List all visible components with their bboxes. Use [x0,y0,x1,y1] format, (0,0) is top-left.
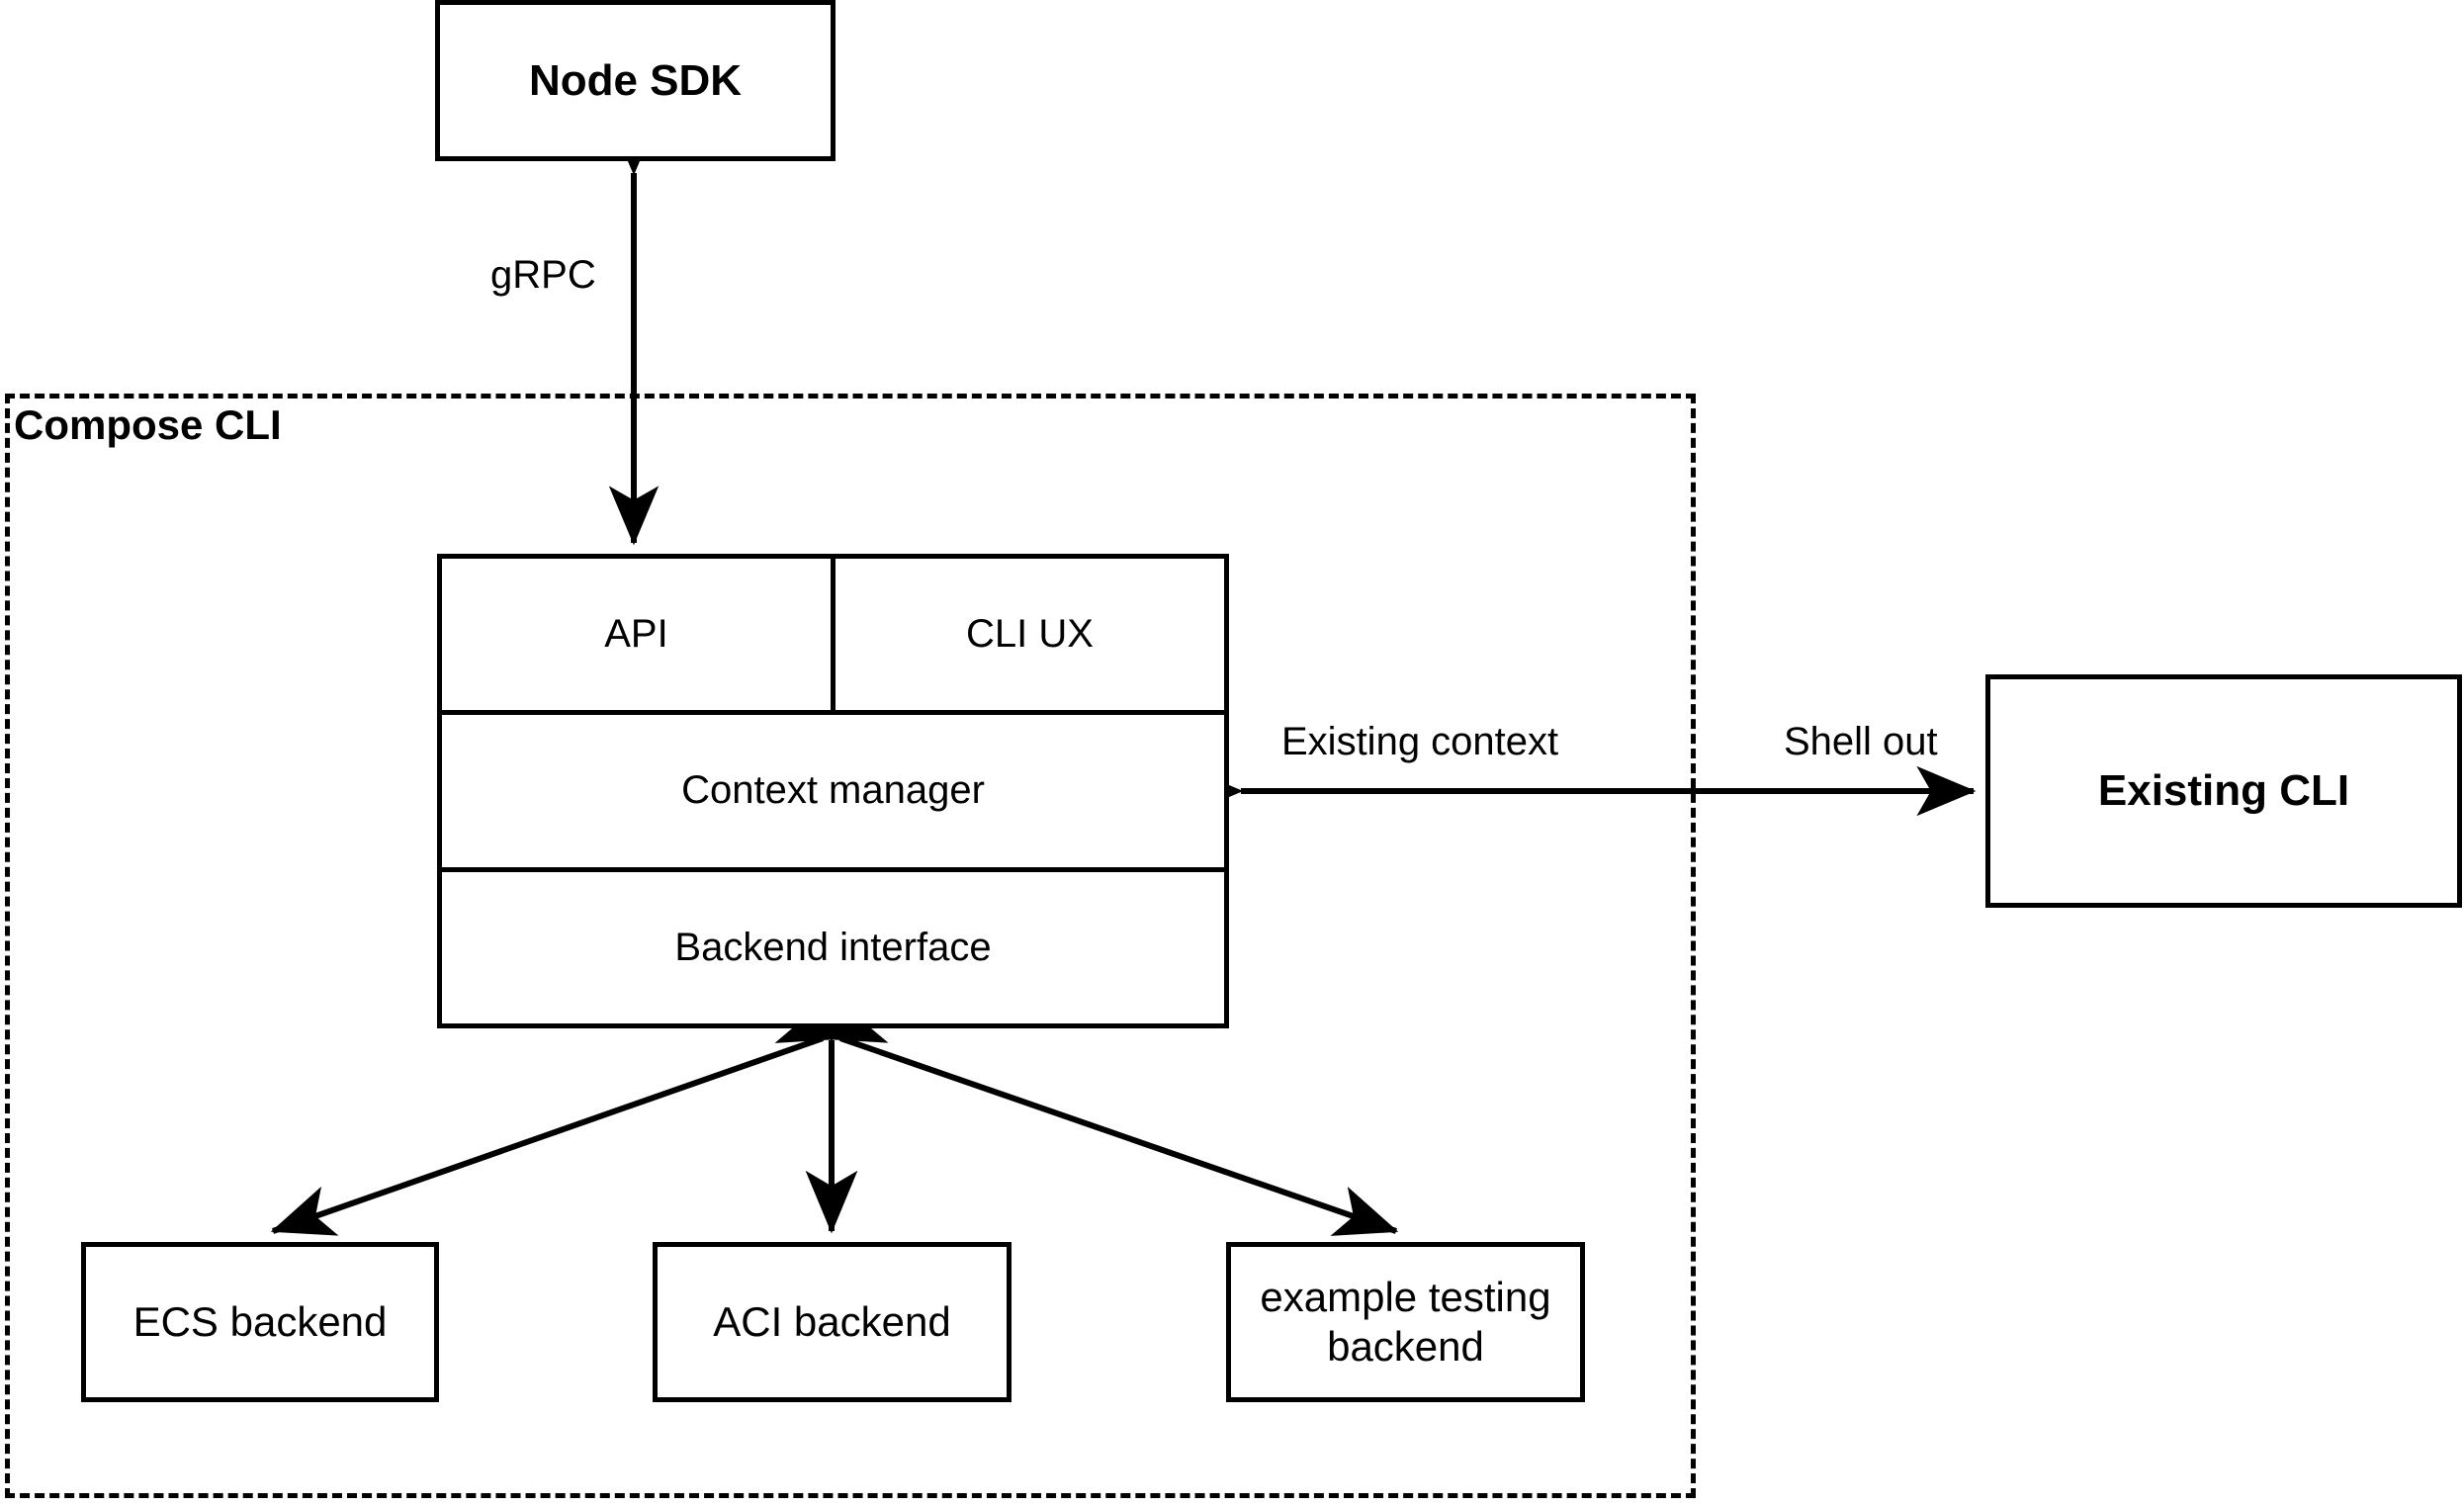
core-cell-backend-interface-label: Backend interface [674,925,992,969]
compose-cli-group-label: Compose CLI [14,401,282,448]
edge-label-existing-context: Existing context [1277,720,1563,764]
compose-cli-group-boundary [5,394,1696,1498]
core-cell-context-manager-label: Context manager [681,768,985,813]
core-stack-row-api: API CLI UX [442,559,1224,711]
node-sdk-box[interactable]: Node SDK [435,0,836,161]
core-stack-row-backend: Backend interface [442,866,1224,1023]
aci-backend-label: ACI backend [713,1298,951,1346]
example-testing-backend-box[interactable]: example testing backend [1226,1242,1585,1402]
aci-backend-box[interactable]: ACI backend [653,1242,1012,1402]
core-cell-cli-ux-label: CLI UX [966,612,1094,657]
edge-backend-to-ecs [270,993,889,1236]
core-cell-context-manager[interactable]: Context manager [442,715,1224,866]
existing-cli-box[interactable]: Existing CLI [1985,674,2462,908]
ecs-backend-label: ECS backend [132,1298,388,1346]
edge-label-grpc: gRPC [486,253,600,298]
core-cell-backend-interface[interactable]: Backend interface [442,872,1224,1023]
ecs-backend-box[interactable]: ECS backend [81,1242,439,1402]
core-stack-row-context: Context manager [442,710,1224,866]
example-testing-backend-label: example testing backend [1260,1274,1551,1370]
core-cell-api-label: API [604,612,668,657]
node-sdk-label: Node SDK [528,55,743,105]
edge-label-shell-out: Shell out [1780,720,1942,764]
existing-cli-label: Existing CLI [2097,766,2350,816]
compose-cli-core-stack: API CLI UX Context manager Backend inter… [437,554,1229,1028]
edge-backend-to-example-testing [774,993,1399,1236]
core-cell-api[interactable]: API [442,559,831,710]
core-cell-cli-ux[interactable]: CLI UX [831,559,1224,711]
